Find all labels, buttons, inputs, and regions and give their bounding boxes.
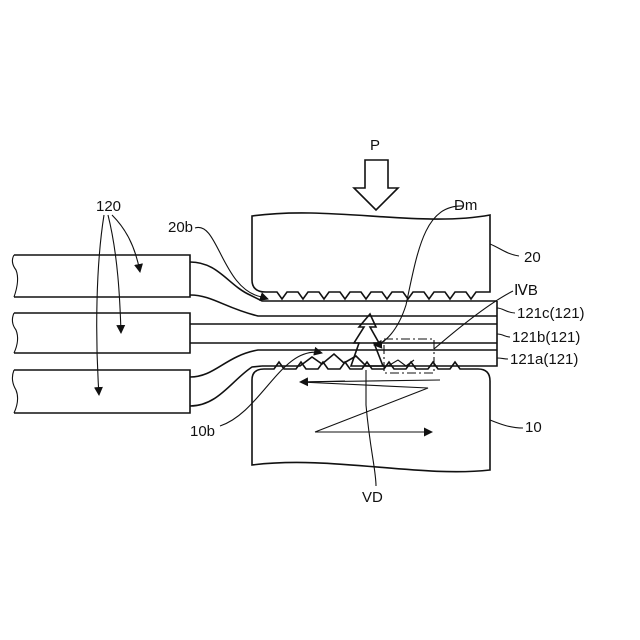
label-die-mark: Dm — [454, 197, 477, 214]
label-layer-c: 121c(121) — [517, 305, 585, 322]
upper-tool — [252, 213, 490, 299]
label-upper-tool: 20 — [524, 249, 541, 266]
label-lower-tool: 10 — [525, 419, 542, 436]
label-layer-b: 121b(121) — [512, 329, 580, 346]
detail-box — [384, 339, 434, 373]
label-layer-a: 121a(121) — [510, 351, 578, 368]
label-vibration-dir: VD — [362, 489, 383, 506]
pressure-arrow — [354, 160, 398, 210]
lower-tool — [252, 362, 490, 472]
leader-lines — [97, 206, 523, 486]
label-upper-face: 20b — [168, 219, 193, 236]
vibration-arrows — [300, 380, 440, 432]
label-section-ref: ⅣB — [514, 282, 538, 299]
lead-cables — [12, 255, 190, 413]
melt-peak — [351, 314, 383, 366]
labels: P Dm 120 20b 20 ⅣB 121c(121) 121b(121) 1… — [96, 137, 585, 506]
label-pressure: P — [370, 137, 380, 154]
label-lead-group: 120 — [96, 198, 121, 215]
label-lower-face: 10b — [190, 423, 215, 440]
